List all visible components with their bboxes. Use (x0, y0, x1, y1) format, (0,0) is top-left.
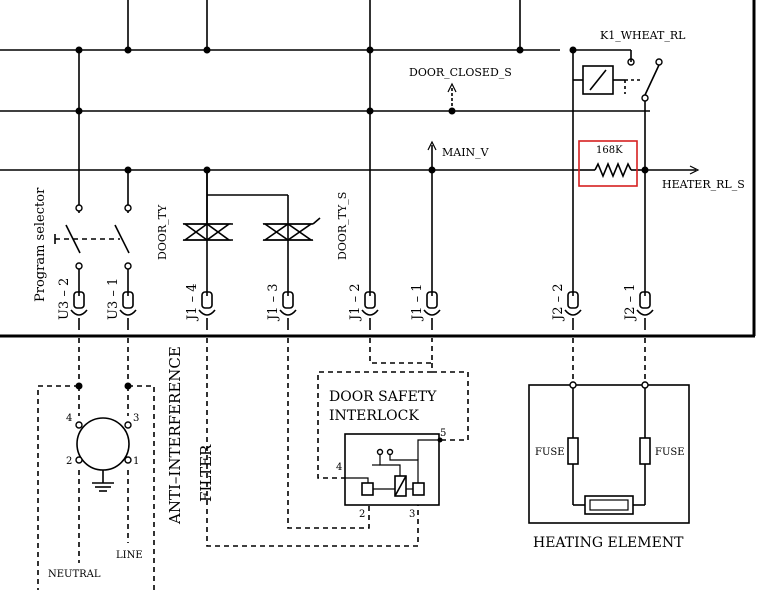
anti-interference-filter (75, 417, 132, 492)
connector-label-u3-2: U3 – 2 (57, 278, 72, 320)
heater-rl-s-label: HEATER_RL_S (662, 178, 745, 191)
door-ty-label: DOOR_TY (156, 204, 169, 260)
connector-label-j1-1: J1 – 1 (410, 283, 425, 322)
resistor-value-label: 168K (596, 145, 623, 156)
door-ty-s-triac (262, 217, 321, 241)
heater-rl-s-arrow (645, 165, 700, 175)
filter-pin-3: 3 (133, 413, 139, 424)
connector-j2-2 (564, 291, 582, 330)
top-bus-lines (0, 0, 650, 174)
fuse-left-label: FUSE (535, 447, 565, 458)
connector-j1-3 (279, 291, 297, 330)
connector-u3-1 (119, 291, 137, 330)
filter-title-line1: ANTI–INTERFERENCE (166, 346, 184, 525)
program-selector-switch (54, 204, 132, 270)
fuse-right (639, 437, 651, 465)
k1-wheat-rl-label: K1_WHEAT_RL (600, 29, 686, 42)
connector-label-j1-2: J1 – 2 (348, 283, 363, 322)
connector-label-j1-4: J1 – 4 (185, 283, 200, 322)
door-ty-triac (182, 170, 288, 241)
main-v-arrow (427, 140, 437, 170)
door-closed-s-arrow (447, 82, 457, 111)
interlock-title-line1: DOOR SAFETY (329, 389, 437, 405)
filter-pin-2: 2 (66, 456, 72, 467)
connector-label-j1-3: J1 – 3 (266, 283, 281, 322)
connector-label-j2-1: J2 – 1 (623, 283, 638, 322)
door-closed-s-label: DOOR_CLOSED_S (409, 66, 512, 79)
interlock-pin-4: 4 (336, 462, 342, 473)
connector-label-u3-1: U3 – 1 (106, 278, 121, 320)
program-selector-label: Program selector (33, 187, 48, 302)
fuse-right-label: FUSE (655, 447, 685, 458)
filter-title-line2: FILTER (197, 444, 215, 502)
interlock-pin-3: 3 (409, 509, 415, 520)
connector-j1-1 (423, 291, 441, 330)
vertical-wires (78, 50, 646, 296)
door-safety-interlock (344, 433, 443, 506)
external-wiring (37, 338, 646, 590)
main-v-label: MAIN_V (442, 146, 490, 159)
interlock-pin-5: 5 (440, 428, 446, 439)
heating-element-title: HEATING ELEMENT (533, 535, 684, 551)
neutral-label: NEUTRAL (48, 569, 101, 580)
connector-j1-2 (361, 291, 379, 330)
interlock-pin-2: 2 (359, 509, 365, 520)
filter-pin-4: 4 (66, 413, 72, 424)
resistor-highlight (578, 140, 638, 187)
connector-label-j2-2: J2 – 2 (551, 283, 566, 322)
connector-j1-4 (198, 291, 216, 330)
filter-pin-1: 1 (133, 456, 139, 467)
fuse-left (567, 437, 579, 465)
k1-wheat-relay (573, 49, 663, 118)
connector-u3-2 (70, 291, 88, 330)
connector-j2-1 (636, 291, 654, 330)
board-outline (0, 0, 756, 338)
line-label: LINE (116, 550, 143, 561)
connector-symbols (70, 291, 654, 330)
heater-resistor (584, 495, 634, 515)
connector-labels: U3 – 2 U3 – 1 J1 – 4 J1 – 3 J1 – 2 J1 – … (57, 278, 638, 322)
door-ty-s-label: DOOR_TY_S (336, 192, 349, 260)
interlock-title-line2: INTERLOCK (329, 408, 419, 424)
heating-element-box (528, 381, 690, 524)
resistor-168k (578, 140, 649, 187)
